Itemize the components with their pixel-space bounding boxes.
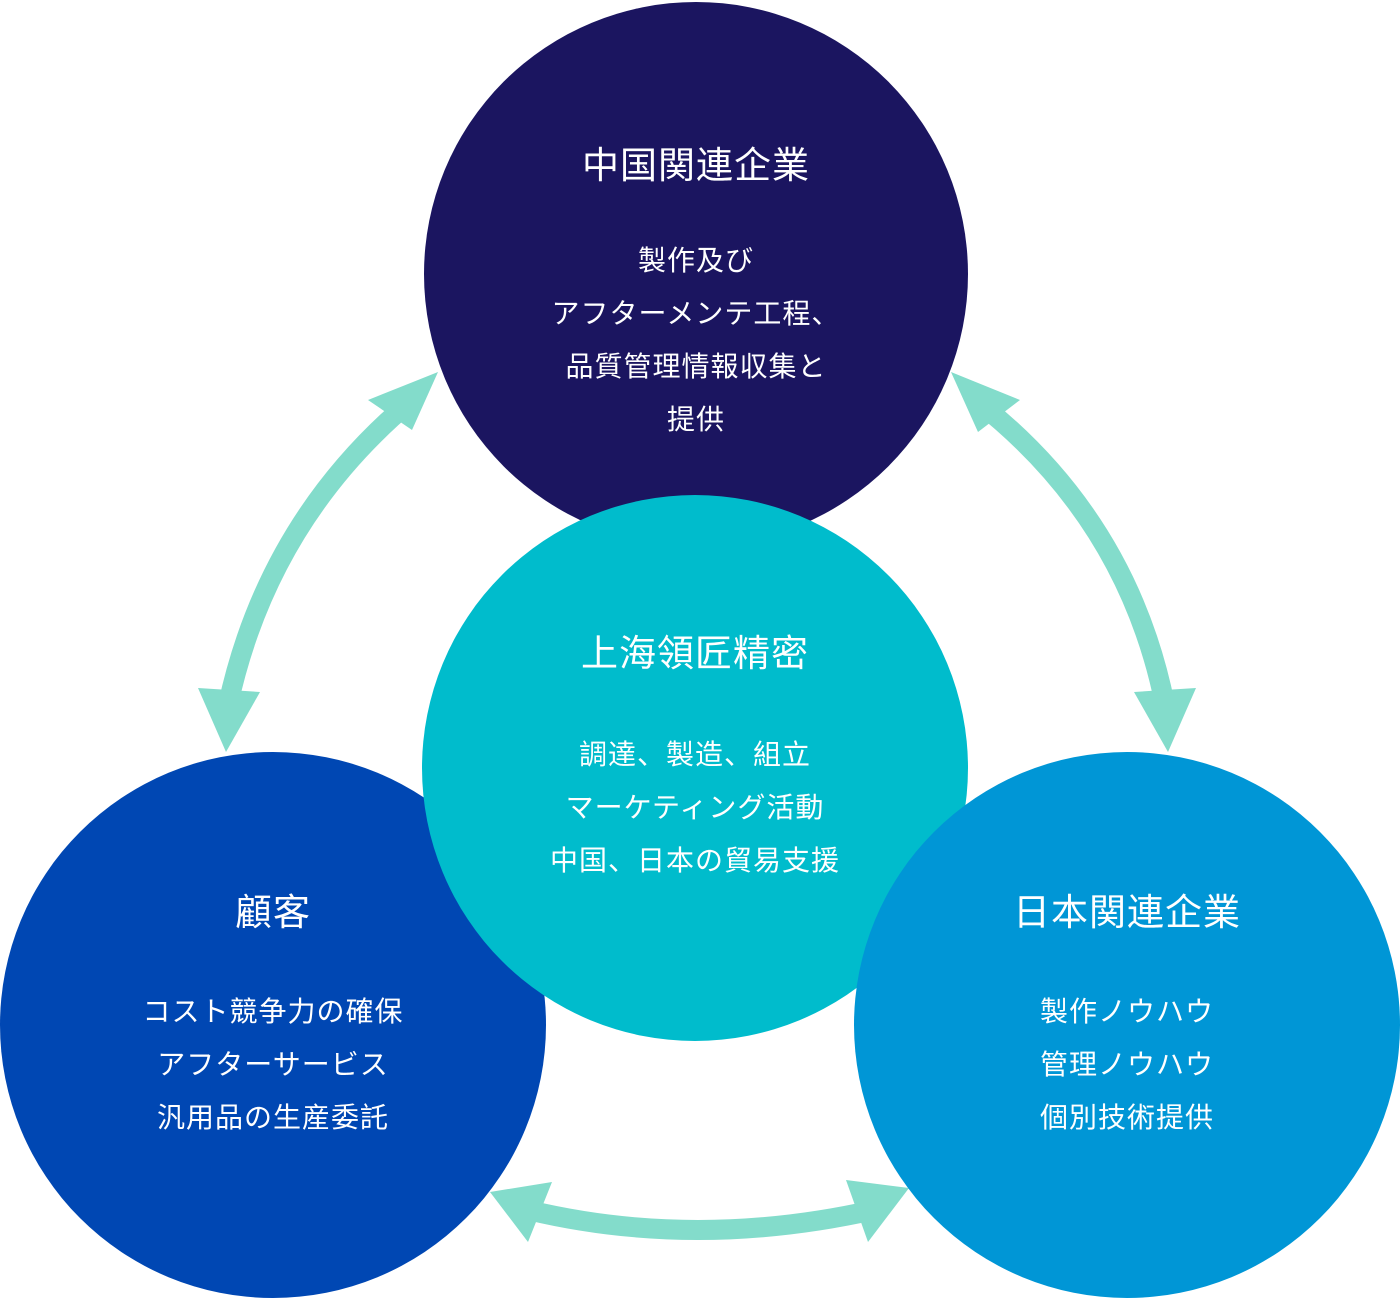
node-china-line: アフターメンテ工程、	[551, 297, 841, 330]
node-customer-description: コスト競争力の確保 アフターサービス 汎用品の生産委託	[0, 985, 546, 1144]
node-japan-title: 日本関連企業	[1013, 891, 1241, 934]
arrowhead-japan-top	[1134, 688, 1196, 752]
node-customer-line: コスト競争力の確保	[142, 995, 404, 1028]
node-customer-title: 顧客	[235, 891, 311, 934]
node-center-description: 調達、製造、組立 マーケティング活動 中国、日本の貿易支援	[422, 728, 968, 887]
arrow-china-japan	[971, 394, 1175, 707]
node-china-line: 提供	[666, 403, 725, 436]
arrowhead-customer-bottom	[490, 1182, 552, 1242]
node-china-companies: 中国関連企業 製作及び アフターメンテ工程、 品質管理情報収集と 提供	[424, 2, 968, 546]
arrow-customer-japan	[525, 1200, 877, 1240]
arrowhead-customer-top	[198, 688, 260, 752]
node-japan-line: 管理ノウハウ	[1039, 1048, 1214, 1081]
node-japan-line: 個別技術提供	[1039, 1101, 1214, 1134]
node-center-line: マーケティング活動	[565, 791, 825, 824]
node-china-description: 製作及び アフターメンテ工程、 品質管理情報収集と 提供	[424, 234, 968, 446]
arrow-customer-china	[218, 392, 419, 708]
arrowhead-china-left	[368, 372, 438, 430]
node-center-line: 中国、日本の貿易支援	[549, 844, 840, 877]
node-japan-line: 製作ノウハウ	[1039, 995, 1214, 1028]
arrowhead-japan-bottom	[846, 1180, 909, 1242]
node-center-line: 調達、製造、組立	[578, 738, 811, 771]
node-china-title: 中国関連企業	[582, 144, 810, 187]
arrowhead-china-right	[951, 372, 1020, 432]
node-customer-line: 汎用品の生産委託	[156, 1101, 389, 1134]
node-center-title: 上海領匠精密	[581, 632, 809, 675]
node-japan-companies: 日本関連企業 製作ノウハウ 管理ノウハウ 個別技術提供	[854, 752, 1400, 1298]
node-customer-line: アフターサービス	[157, 1048, 389, 1081]
node-china-line: 製作及び	[637, 244, 754, 277]
node-china-line: 品質管理情報収集と	[565, 350, 827, 383]
node-japan-description: 製作ノウハウ 管理ノウハウ 個別技術提供	[854, 985, 1400, 1144]
node-customer: 顧客 コスト競争力の確保 アフターサービス 汎用品の生産委託	[0, 752, 546, 1298]
